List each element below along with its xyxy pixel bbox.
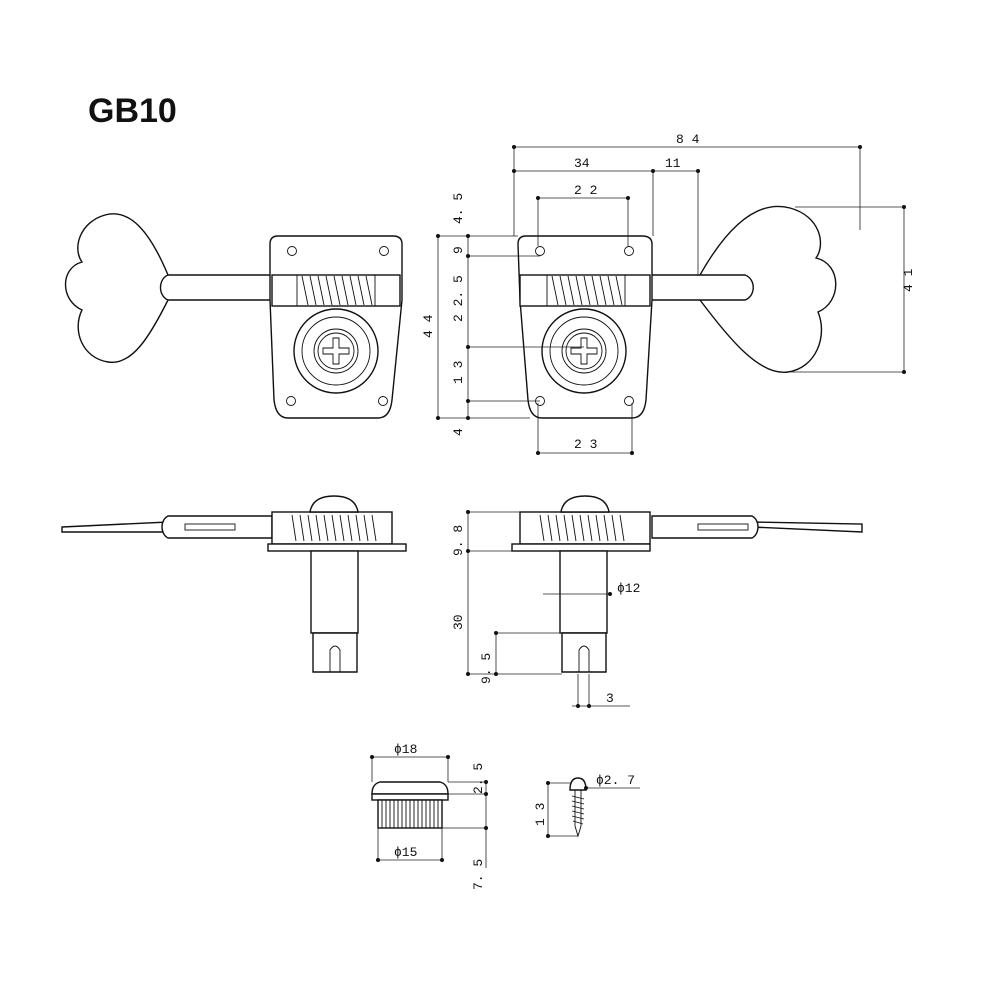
shaft-side-right: [651, 515, 759, 539]
tuner-key-head-right: [699, 205, 837, 373]
dim-label: 8 4: [676, 132, 700, 147]
tuner-key-head-left: [65, 213, 169, 363]
dim-label: 34: [574, 156, 590, 171]
vertical-dimensions: 4. 5 4 4 9 2 2. 5 1 3 4: [421, 193, 584, 436]
worm-housing-right: [519, 274, 651, 307]
dim-label: 11: [665, 156, 681, 171]
screw-hole: [624, 246, 634, 256]
plate-side-left: [267, 543, 407, 552]
screw-hole: [378, 396, 388, 406]
shaft-side-left: [161, 515, 273, 539]
dim-label: 9: [451, 246, 466, 254]
key-blade-left: [61, 521, 169, 533]
housing-side-right: [519, 511, 651, 545]
tuner-shaft-right: [649, 274, 754, 301]
screw-hole: [287, 246, 297, 256]
model-title: GB10: [88, 92, 177, 130]
dim-label: 4 4: [421, 314, 436, 338]
screw-hole: [379, 246, 389, 256]
front-view-left: [65, 213, 403, 419]
post-right: [559, 550, 608, 634]
dim-label: 3: [606, 691, 614, 706]
dim-label: 4. 5: [451, 193, 466, 224]
dim-label: 9. 5: [479, 653, 494, 684]
dim-label: 9. 8: [451, 525, 466, 556]
screw-hole: [286, 396, 296, 406]
dim-label: ϕ15: [394, 845, 417, 860]
tuner-shaft-left: [159, 274, 273, 301]
dim-label: 4 1: [901, 268, 916, 292]
gear-left: [293, 308, 379, 394]
dim-label: 2 2. 5: [451, 275, 466, 322]
dim-label: ϕ18: [394, 742, 417, 757]
bushing: ϕ18 ϕ15 2. 5 7. 5: [370, 742, 488, 890]
key-blade-right: [751, 521, 863, 533]
side-view-right: [511, 495, 863, 673]
dim-label: 2 3: [574, 437, 597, 452]
dim-label: 2. 5: [471, 763, 486, 794]
dim-label: 1 3: [451, 361, 466, 384]
worm-housing-left: [271, 274, 401, 307]
gear-right: [541, 308, 627, 394]
top-dimensions: 8 4 34 11 2 2 4 1 2 3: [512, 132, 916, 455]
dim-label: ϕ12: [617, 581, 640, 596]
dim-label: 2 2: [574, 183, 597, 198]
plate-side-right: [511, 543, 651, 552]
post-left: [310, 550, 359, 634]
screw-hole: [535, 246, 545, 256]
front-view-right: [517, 205, 837, 419]
dim-label: 4: [451, 428, 466, 436]
screw-hole: [624, 396, 634, 406]
side-view-left: [61, 495, 407, 673]
mounting-screw: 1 3 ϕ2. 7: [533, 773, 640, 838]
dim-label: 7. 5: [471, 859, 486, 890]
side-dimensions: 9. 8 30 9. 5 ϕ12 3: [451, 510, 640, 708]
dim-label: 30: [451, 614, 466, 630]
dim-label: 1 3: [533, 803, 548, 826]
dim-label: ϕ2. 7: [596, 773, 635, 788]
